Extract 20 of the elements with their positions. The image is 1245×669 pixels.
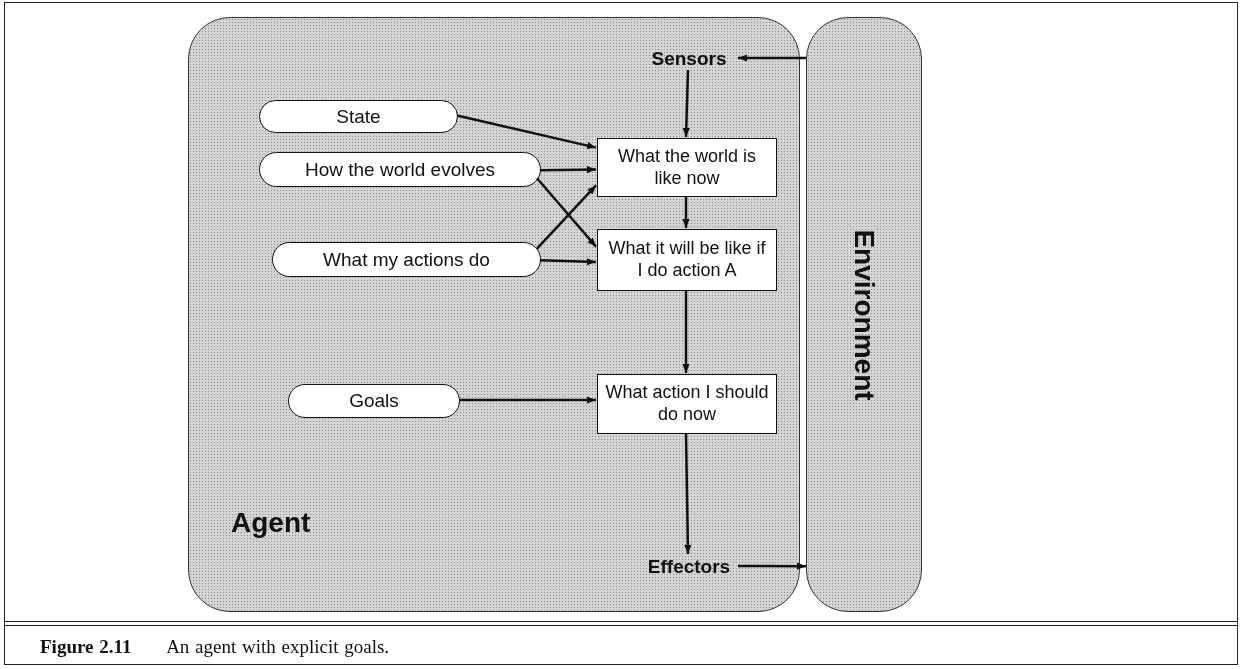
- environment-label: Environment: [848, 228, 880, 401]
- arrow: [682, 196, 690, 228]
- arrow: [459, 396, 596, 404]
- figure-caption: Figure 2.11 An agent with explicit goals.: [40, 636, 390, 658]
- arrow: [682, 290, 690, 373]
- process-box: What action I should do now: [597, 374, 777, 434]
- arrow: [539, 258, 597, 266]
- arrow: [456, 114, 597, 150]
- arrow: [682, 69, 690, 138]
- component-label: Effectors: [639, 555, 739, 579]
- arrow: [684, 432, 692, 555]
- component-label: Sensors: [639, 47, 739, 71]
- agent-region: [188, 17, 800, 612]
- arrow: [539, 166, 596, 174]
- arrow: [738, 562, 806, 570]
- process-box: What it will be like if I do action A: [597, 229, 777, 291]
- agent-label: Agent: [231, 507, 311, 539]
- process-box: What the world is like now: [597, 138, 777, 197]
- arrow: [738, 54, 806, 62]
- environment-band: [806, 17, 922, 612]
